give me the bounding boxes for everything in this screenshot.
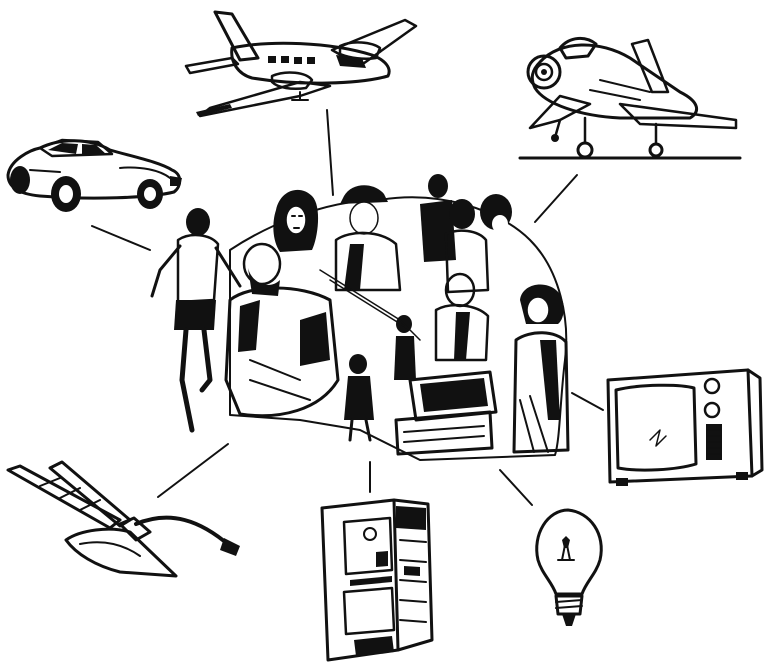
light-bulb-icon (537, 510, 602, 626)
connector-line-tv (572, 393, 603, 410)
person-man-hat (336, 185, 400, 290)
plow-icon (8, 462, 240, 576)
computer-terminal (396, 372, 496, 454)
connector-line-jet (535, 175, 577, 222)
computer-cabinet-icon (322, 500, 432, 660)
connector-line-plow (158, 444, 228, 497)
connector-line-bulb (500, 470, 532, 505)
group-of-people (152, 174, 568, 460)
airplane-small-twin-engine-icon (186, 12, 416, 116)
person-bald-man (436, 274, 488, 360)
person-child (344, 315, 416, 440)
sports-car-icon (8, 140, 182, 212)
person-running-woman (152, 208, 240, 430)
person-woman-long-hair (273, 190, 318, 252)
person-older-man (226, 244, 338, 416)
jet-airplane-icon (520, 38, 740, 158)
connector-line-plane (327, 110, 333, 195)
connector-line-car (92, 226, 150, 250)
television-icon (608, 370, 762, 486)
